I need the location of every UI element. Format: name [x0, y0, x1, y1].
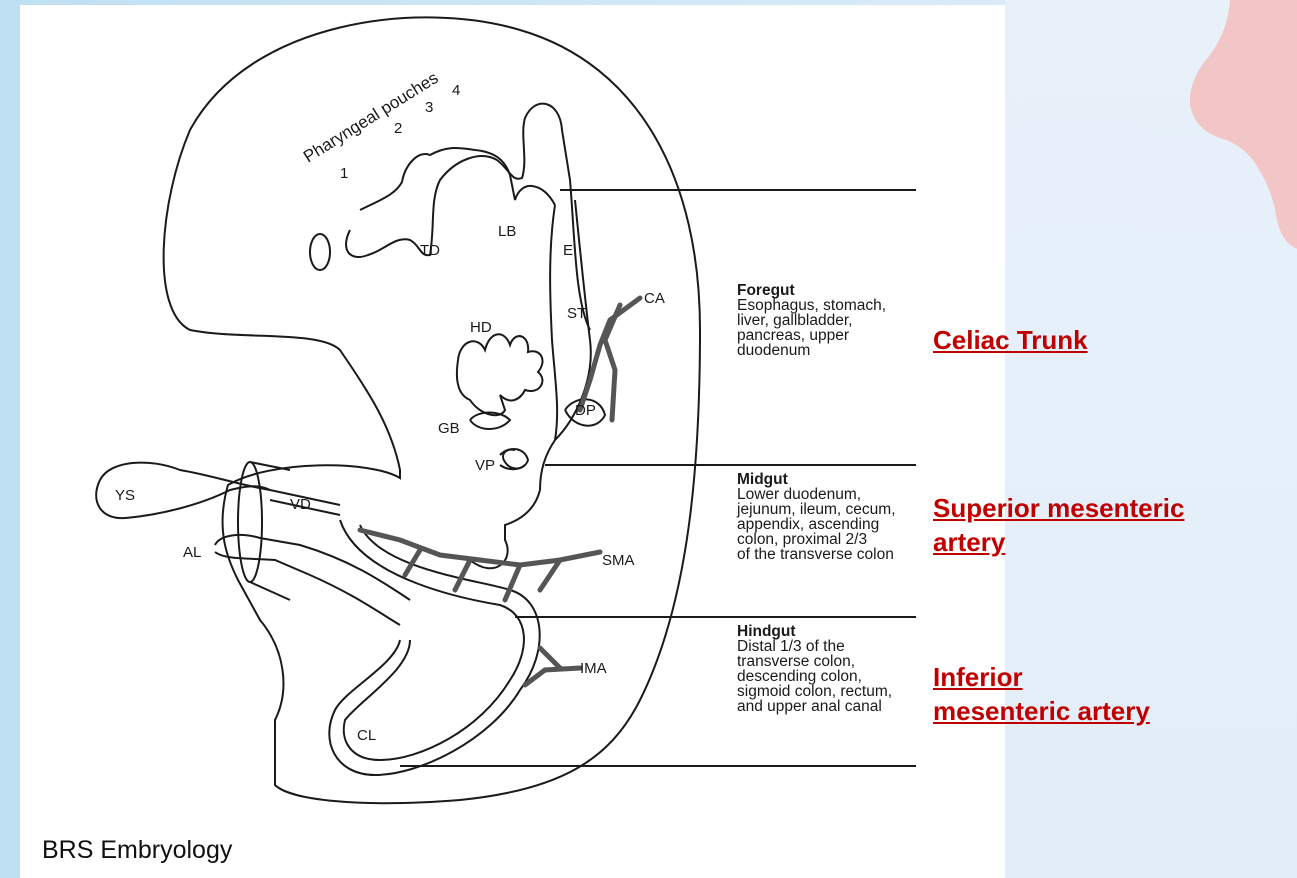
region-title-foregut: Foregut — [737, 283, 937, 298]
superior-mesenteric-artery-link[interactable]: Superior mesenteric artery — [933, 491, 1184, 559]
sma-artery-branch-2 — [505, 565, 520, 600]
region-desc-foregut: Esophagus, stomach, liver, gallbladder, … — [737, 298, 937, 358]
region-hindgut: Hindgut Distal 1/3 of the transverse col… — [737, 624, 937, 714]
label-vp: VP — [475, 457, 495, 474]
sma-artery — [360, 530, 600, 565]
label-dp: DP — [575, 402, 596, 419]
label-td: TD — [420, 242, 440, 259]
label-hd: HD — [470, 319, 492, 336]
ima-artery — [525, 668, 580, 685]
label-ca: CA — [644, 290, 665, 307]
duodenum — [470, 490, 540, 568]
amnion-cylinder-bottom — [250, 582, 290, 600]
embryo-outline — [164, 17, 700, 803]
label-pouch-4: 4 — [452, 82, 460, 99]
region-midgut: Midgut Lower duodenum, jejunum, ileum, c… — [737, 472, 937, 562]
region-foregut: Foregut Esophagus, stomach, liver, gallb… — [737, 283, 937, 358]
sma-artery-branch-3 — [455, 560, 470, 590]
hepatic-diverticulum — [457, 334, 543, 415]
label-e: E — [563, 242, 573, 259]
midgut-loop — [503, 450, 525, 469]
label-sma: SMA — [602, 552, 635, 569]
region-title-midgut: Midgut — [737, 472, 937, 487]
label-pouch-1: 1 — [340, 165, 348, 182]
celiac-trunk-link[interactable]: Celiac Trunk — [933, 323, 1088, 357]
esophagus — [550, 205, 557, 440]
label-pharyngeal-pouches: Pharyngeal pouches — [300, 68, 442, 166]
label-lb: LB — [498, 223, 516, 240]
label-vd: VD — [290, 496, 311, 513]
label-pouch-3: 3 — [425, 99, 433, 116]
label-al: AL — [183, 544, 201, 561]
label-pouch-2: 2 — [394, 120, 402, 137]
label-ys: YS — [115, 487, 135, 504]
label-gb: GB — [438, 420, 460, 437]
pharynx-tube-lower — [360, 148, 555, 210]
eye — [310, 234, 330, 270]
label-st: ST — [567, 305, 586, 322]
amnion-ring — [238, 462, 262, 582]
hindgut-loop — [340, 520, 524, 760]
region-desc-midgut: Lower duodenum, jejunum, ileum, cecum, a… — [737, 487, 937, 562]
ima-artery-branch — [540, 648, 560, 668]
label-cl: CL — [357, 727, 376, 744]
region-title-hindgut: Hindgut — [737, 624, 937, 639]
region-desc-hindgut: Distal 1/3 of the transverse colon, desc… — [737, 639, 937, 714]
label-ima: IMA — [580, 660, 607, 677]
source-caption: BRS Embryology — [42, 836, 232, 865]
inferior-mesenteric-artery-link[interactable]: Inferior mesenteric artery — [933, 660, 1150, 728]
